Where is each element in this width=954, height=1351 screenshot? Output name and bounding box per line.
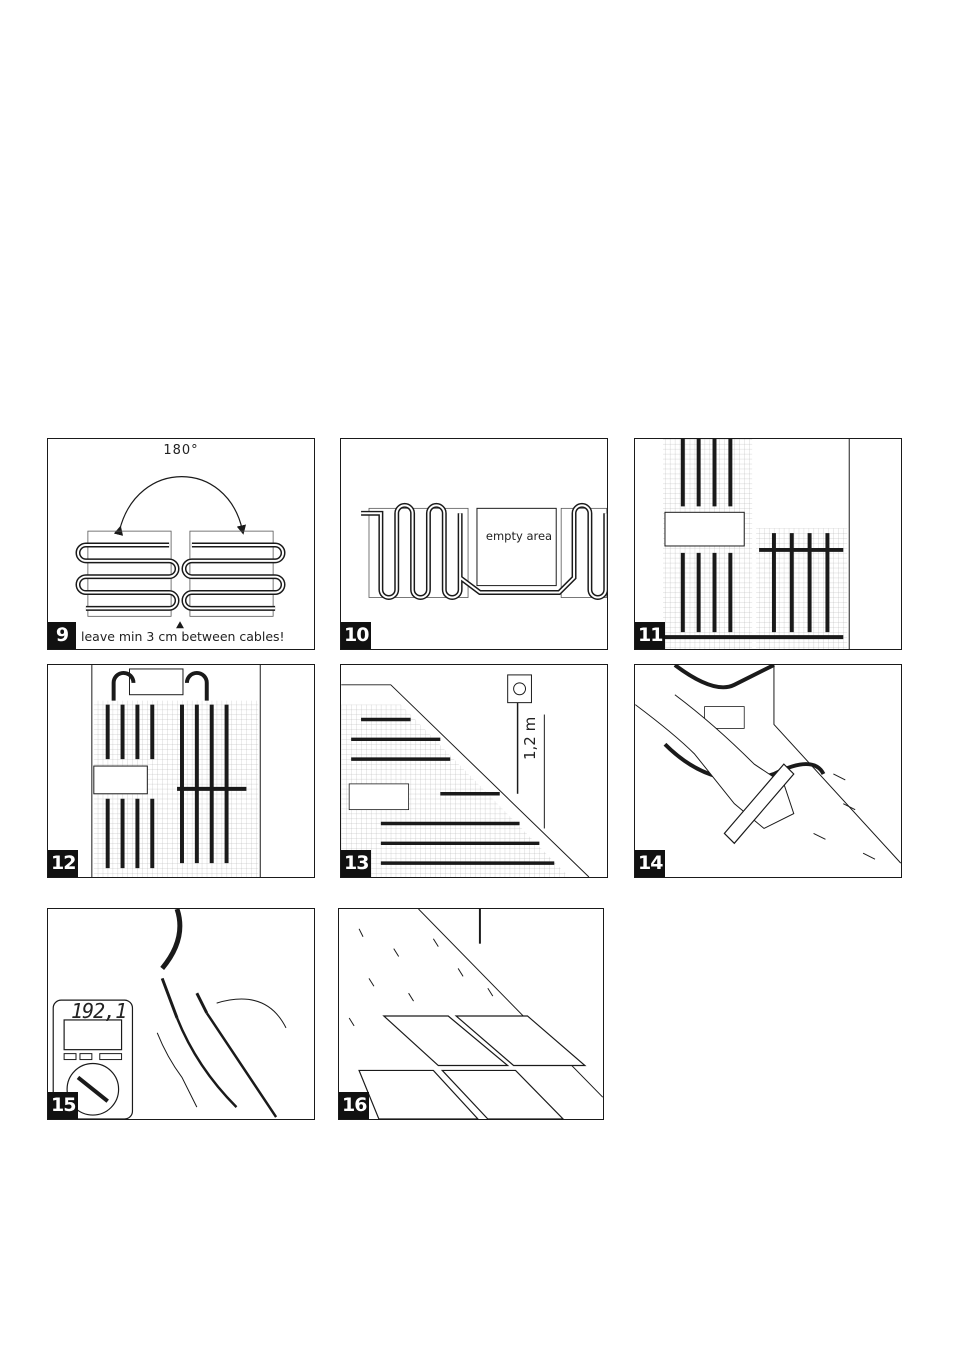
panel-11-illustration	[663, 439, 850, 649]
step-number-12: 12	[48, 850, 79, 877]
panel-9-cable-mat-rotation: 180° leave min 3 cm between cables! 9	[47, 438, 315, 650]
panel-14-illustration	[635, 665, 901, 864]
step-number-9: 9	[48, 622, 76, 649]
step-number-15: 15	[48, 1092, 79, 1119]
step-number-16: 16	[339, 1092, 370, 1119]
panel-11-mat-layout: 11	[634, 438, 902, 650]
panel-10-illustration	[361, 502, 607, 600]
cable-spacing-note: leave min 3 cm between cables!	[81, 629, 285, 644]
panel-16-illustration	[348, 909, 603, 1119]
step-number-10: 10	[341, 622, 372, 649]
step-number-11: 11	[635, 622, 666, 649]
step-number-14: 14	[635, 850, 666, 877]
panel-9-illustration	[75, 476, 286, 629]
multimeter-reading: 192,1	[71, 999, 127, 1023]
panel-13-thermostat-height: 1,2 m 13	[340, 664, 608, 878]
panel-10-empty-area: empty area 10	[340, 438, 608, 650]
panel-14-leveling-compound: 14	[634, 664, 902, 878]
panel-12-illustration	[91, 665, 261, 877]
panel-12-mat-layout: 12	[47, 664, 315, 878]
empty-area-label: empty area	[485, 529, 553, 543]
rotation-angle-label: 180°	[163, 443, 199, 458]
panel-16-tiling: 16	[338, 908, 604, 1120]
thermostat-height-label: 1,2 m	[521, 716, 539, 760]
panel-13-illustration	[341, 674, 590, 877]
panel-15-illustration	[52, 909, 287, 1119]
step-number-13: 13	[341, 850, 372, 877]
panel-15-resistance-test: 192,1 15	[47, 908, 315, 1120]
